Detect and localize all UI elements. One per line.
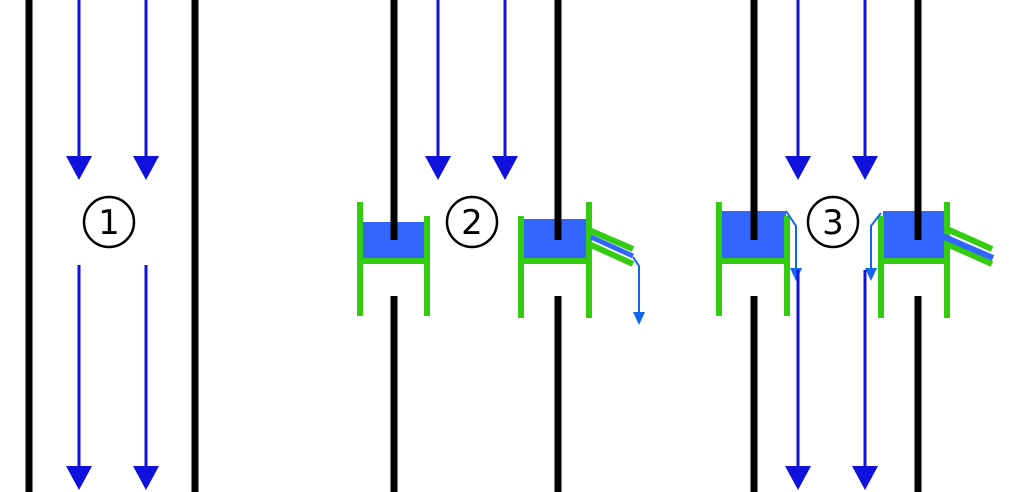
stage-1-number: 1 bbox=[82, 195, 136, 249]
stage-2-left-bracket bbox=[357, 202, 430, 316]
stage-2-drip-arrow bbox=[632, 256, 645, 325]
stage-1-inflow-arrow-right bbox=[133, 0, 159, 180]
stage-3-outflow-arrow-left bbox=[785, 270, 811, 490]
stage-1-label: 1 bbox=[98, 203, 120, 243]
stage-3-left-bracket bbox=[716, 202, 790, 316]
stage-3-label: 3 bbox=[822, 203, 844, 243]
stage-3-right-bracket bbox=[878, 202, 995, 318]
stage-3: 3 bbox=[716, 0, 995, 492]
stage-1: 1 bbox=[25, 0, 199, 492]
stage-3-inflow-arrow-right bbox=[852, 0, 878, 180]
stage-1-outflow-arrow-left bbox=[66, 265, 92, 490]
stage-2-spout bbox=[587, 227, 635, 252]
stage-2: 2 bbox=[357, 0, 645, 492]
stage-1-inflow-arrow-left bbox=[66, 0, 92, 180]
stage-3-number: 3 bbox=[806, 195, 860, 249]
stage-3-outflow-arrow-right bbox=[852, 270, 878, 490]
stage-1-outflow-arrow-right bbox=[133, 265, 159, 490]
stage-3-inflow-arrow-left bbox=[785, 0, 811, 180]
stage-2-number: 2 bbox=[445, 195, 499, 249]
stage-2-inflow-arrow-left bbox=[425, 0, 451, 180]
stage-3-right-overflow-arrow bbox=[865, 212, 882, 281]
stage-2-right-bracket bbox=[518, 202, 635, 318]
stage-2-inflow-arrow-right bbox=[492, 0, 518, 180]
stage-2-label: 2 bbox=[461, 203, 483, 243]
stage-3-spout bbox=[945, 226, 994, 252]
